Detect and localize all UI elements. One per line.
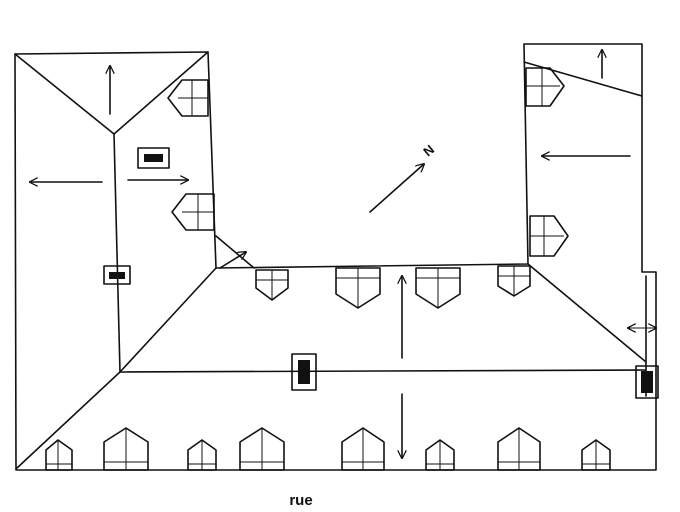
chimney-2 — [103, 265, 131, 285]
street-label: rue — [289, 492, 313, 509]
slope-arrows — [30, 50, 656, 458]
dormer-street-5 — [341, 427, 385, 471]
dormer-courtyard-2 — [335, 267, 381, 309]
dormer-street-7 — [497, 427, 541, 471]
slope-arrow-corner — [219, 252, 246, 269]
building-outline — [14, 43, 657, 471]
chimney-1 — [137, 147, 170, 169]
left-wing-roof-lines — [14, 51, 217, 469]
dormer-right-2 — [529, 215, 569, 257]
dormer-street-4 — [239, 427, 285, 471]
dormer-street-3 — [187, 439, 217, 471]
dormer-street-1 — [45, 439, 73, 471]
dormer-left-1 — [167, 79, 209, 117]
dormer-right-1 — [525, 67, 565, 107]
north-arrow — [369, 164, 424, 213]
dormer-courtyard-3 — [415, 267, 461, 309]
dormer-courtyard-1 — [255, 269, 289, 301]
dormer-left-2 — [171, 193, 215, 231]
dormer-courtyard-4 — [497, 265, 531, 297]
dormer-street-2 — [103, 427, 149, 471]
street-dormers — [45, 427, 611, 471]
dormer-street-8 — [581, 439, 611, 471]
dormer-street-6 — [425, 439, 455, 471]
chimneys — [103, 147, 659, 399]
chimney-4 — [635, 365, 659, 399]
chimney-3 — [291, 353, 317, 391]
central-wing-roof-lines — [119, 61, 647, 397]
